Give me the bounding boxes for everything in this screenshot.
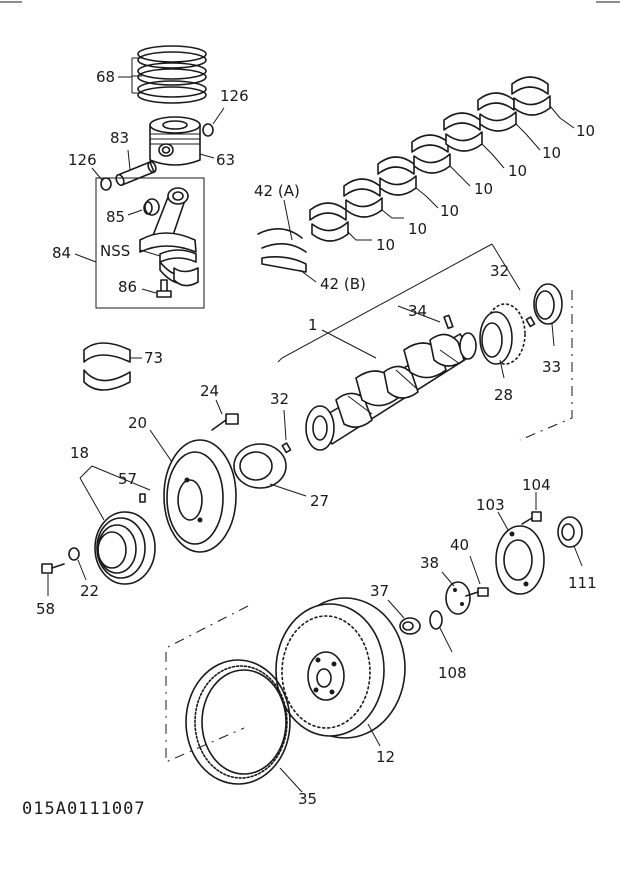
label-42a: 42 (A) [254, 182, 300, 200]
label-10-c: 10 [440, 202, 459, 220]
thrust-bearing [83, 342, 131, 391]
label-nss: NSS [100, 242, 130, 260]
pulley-pin [139, 493, 146, 503]
crankshaft [305, 332, 477, 451]
label-111: 111 [568, 574, 597, 592]
label-84: 84 [52, 244, 71, 262]
woodruff-key [443, 314, 454, 330]
dowel-pin-left [281, 442, 292, 454]
label-32-upper: 32 [490, 262, 509, 280]
label-10-b: 10 [408, 220, 427, 238]
label-40: 40 [450, 536, 469, 554]
label-18: 18 [70, 444, 89, 462]
label-83: 83 [110, 129, 129, 147]
label-68: 68 [96, 68, 115, 86]
crankshaft-pulley [163, 439, 237, 553]
label-73: 73 [144, 349, 163, 367]
label-104: 104 [522, 476, 551, 494]
label-37: 37 [370, 582, 389, 600]
pulley-washer [68, 547, 80, 561]
label-103: 103 [476, 496, 505, 514]
label-10-e: 10 [508, 162, 527, 180]
piston [149, 116, 201, 166]
main-bearing-shells [309, 76, 551, 242]
diagram-code: 015A0111007 [22, 799, 146, 819]
pilot-bearing [399, 617, 421, 635]
label-20: 20 [128, 414, 147, 432]
retainer-plate [445, 581, 471, 615]
crankshaft-gear [479, 303, 526, 365]
v-belt-pulley [94, 511, 156, 585]
label-24: 24 [200, 382, 219, 400]
label-85: 85 [106, 208, 125, 226]
label-1: 1 [308, 316, 318, 334]
label-27: 27 [310, 492, 329, 510]
label-12: 12 [376, 748, 395, 766]
connecting-rod [139, 187, 197, 253]
label-34: 34 [408, 302, 427, 320]
label-108: 108 [438, 664, 467, 682]
label-63: 63 [216, 151, 235, 169]
snap-ring-upper [202, 123, 214, 137]
label-10-g: 10 [576, 122, 595, 140]
label-22: 22 [80, 582, 99, 600]
label-10-d: 10 [474, 180, 493, 198]
label-32-lower: 32 [270, 390, 289, 408]
label-28: 28 [494, 386, 513, 404]
label-58: 58 [36, 600, 55, 618]
label-126-lower: 126 [68, 151, 97, 169]
pulley-collar [233, 443, 287, 489]
flywheel [275, 597, 406, 739]
rod-bearing-halves [159, 249, 199, 287]
label-10-a: 10 [376, 236, 395, 254]
pulley-mount-bolt [41, 563, 65, 574]
label-38: 38 [420, 554, 439, 572]
rear-oil-seal [557, 516, 583, 548]
label-126-upper: 126 [220, 87, 249, 105]
piston-pin [115, 160, 157, 187]
label-10-f: 10 [542, 144, 561, 162]
ring-gear [185, 659, 291, 785]
oil-seal-retainer [495, 525, 545, 595]
label-57: 57 [118, 470, 137, 488]
pulley-bolt [211, 413, 239, 431]
rod-bolt [156, 279, 172, 298]
small-end-bush [143, 198, 160, 216]
retainer-bolt [465, 587, 489, 597]
label-42b: 42 (B) [320, 275, 366, 293]
rear-snap-ring [429, 610, 443, 630]
dowel-pin-right [525, 316, 536, 328]
label-86: 86 [118, 278, 137, 296]
label-35: 35 [298, 790, 317, 808]
piston-rings [137, 45, 207, 104]
thrust-washers [257, 228, 307, 273]
retainer-mount-bolt [521, 511, 542, 525]
connecting-rod-box [95, 177, 205, 309]
snap-ring-lower [100, 177, 112, 191]
front-oil-seal [533, 283, 563, 325]
label-33: 33 [542, 358, 561, 376]
